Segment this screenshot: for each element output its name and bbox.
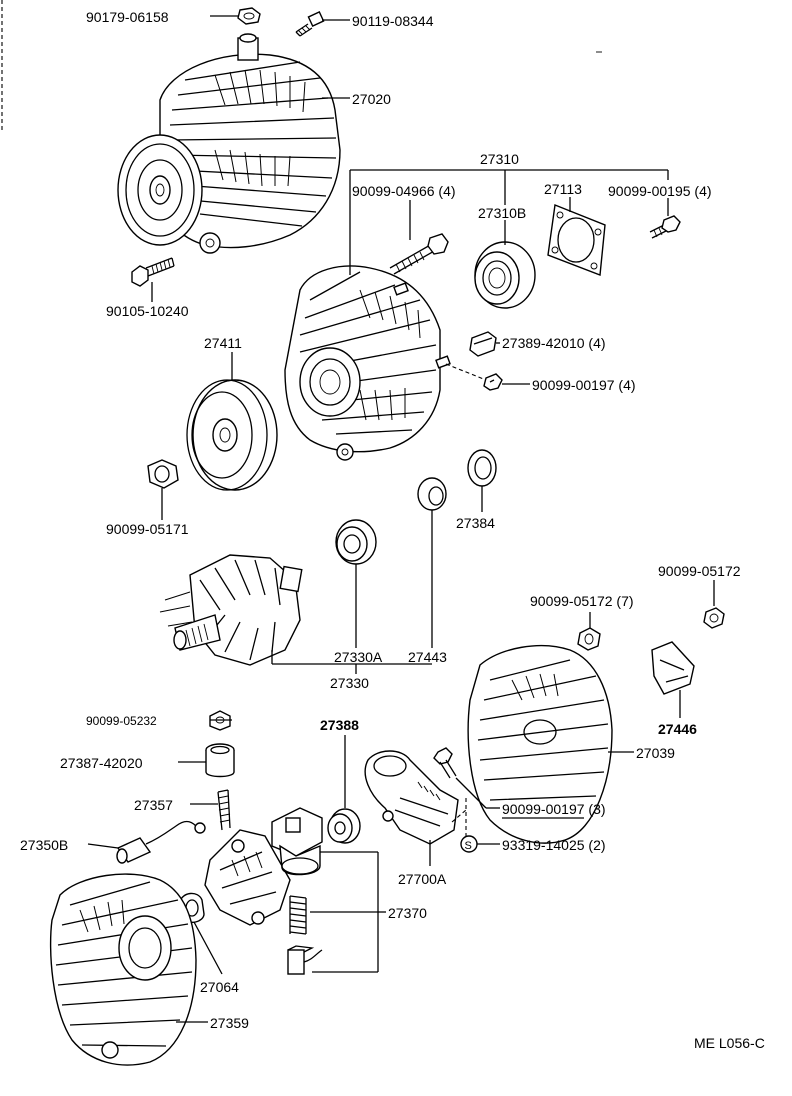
label-27330: 27330	[330, 675, 369, 691]
wire-27350B	[116, 820, 206, 864]
screw-90099-00197-a	[483, 373, 503, 391]
label-27359: 27359	[210, 1015, 249, 1031]
label-90105-10240: 90105-10240	[106, 303, 189, 319]
label-27443: 27443	[408, 649, 447, 665]
terminal-bolt-27357	[217, 789, 231, 831]
label-27389-42010: 27389-42010 (4)	[502, 335, 606, 351]
nut-90099-05172	[703, 607, 725, 629]
washer-symbol-93319-14025: S	[460, 835, 478, 853]
bearing-27310B	[474, 241, 536, 309]
bolt-90099-04966	[389, 233, 449, 275]
brush	[287, 945, 323, 975]
alternator-assembly-27020	[117, 33, 341, 254]
collar-27388	[327, 808, 361, 844]
label-90099-05232: 90099-05232	[86, 714, 157, 728]
terminal-cover-27446	[651, 641, 695, 695]
bolt-90119-08344	[295, 11, 325, 37]
drive-end-frame	[284, 265, 451, 461]
label-90099-00197-a: 90099-00197 (4)	[532, 377, 636, 393]
label-27384: 27384	[456, 515, 495, 531]
label-90099-05171: 90099-05171	[106, 521, 189, 537]
pulley-27411	[186, 379, 278, 491]
label-27064: 27064	[200, 979, 239, 995]
brush-spring	[289, 895, 307, 935]
svg-text:S: S	[465, 840, 472, 852]
rectifier-end-frame-27039	[467, 644, 613, 844]
label-27388: 27388	[320, 717, 359, 733]
bearing-cover-27443	[417, 477, 447, 511]
nut-90179-06158	[237, 7, 261, 25]
bearing-27330A	[335, 519, 377, 565]
label-27357: 27357	[134, 797, 173, 813]
nut-90099-05171	[147, 459, 179, 489]
nut-90099-05172-x7	[577, 627, 601, 651]
label-27020: 27020	[352, 91, 391, 107]
label-27411: 27411	[204, 335, 242, 351]
label-27310: 27310	[480, 151, 519, 167]
label-90099-00195: 90099-00195 (4)	[608, 183, 712, 199]
rectifier-holder	[204, 829, 291, 926]
label-90179-06158: 90179-06158	[86, 9, 169, 25]
rotor-27330	[159, 554, 303, 666]
label-27387-42020: 27387-42020	[60, 755, 143, 771]
label-27700A: 27700A	[398, 871, 447, 887]
screw-90099-00197-b	[433, 747, 457, 779]
label-90099-05172-x7: 90099-05172 (7)	[530, 593, 634, 609]
retainer-27384	[467, 449, 497, 487]
retainer-plate-27113	[547, 204, 606, 276]
label-27039: 27039	[636, 745, 675, 761]
label-27350B: 27350B	[20, 837, 68, 853]
clip-27389-42010	[469, 331, 497, 357]
regulator-27700A	[364, 750, 459, 845]
label-90099-00197-b: 90099-00197 (3)	[502, 801, 606, 817]
brush-holder-27370	[271, 807, 323, 876]
rear-end-frame-27359	[49, 873, 197, 1066]
label-90119-08344: 90119-08344	[352, 13, 434, 29]
label-27370: 27370	[388, 905, 427, 921]
label-27446: 27446	[658, 721, 697, 737]
bolt-90105-10240	[131, 257, 175, 287]
leader-lines	[87, 15, 715, 1023]
insulator-27387-42020	[205, 743, 235, 778]
label-27113: 27113	[544, 181, 582, 197]
label-27310B: 27310B	[478, 205, 526, 221]
label-90099-05172: 90099-05172	[658, 563, 741, 579]
diagram-reference-code: ME L056-C	[694, 1035, 765, 1051]
screw-90099-00195	[649, 215, 681, 239]
label-27330A: 27330A	[334, 649, 383, 665]
label-90099-04966: 90099-04966 (4)	[352, 183, 456, 199]
label-93319-14025: 93319-14025 (2)	[502, 837, 606, 853]
part-labels: 90179-06158 90119-08344 27020 90105-1024…	[20, 9, 765, 1051]
